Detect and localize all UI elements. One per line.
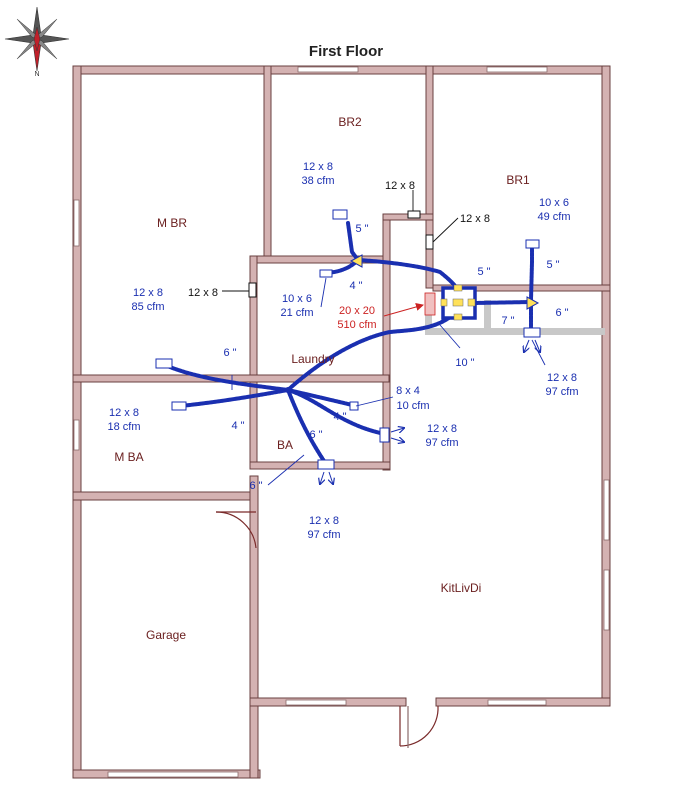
room-label-br2: BR2 <box>338 115 362 129</box>
return-grilles <box>248 210 434 298</box>
room-label-mbr: M BR <box>157 216 187 230</box>
register-cfm-br1: 49 cfm <box>537 211 570 223</box>
junction-icon <box>285 387 291 393</box>
doors <box>215 511 439 748</box>
room-label-ba: BA <box>277 438 293 452</box>
register-cfm-ba: 10 cfm <box>396 400 429 412</box>
supply-ducts <box>163 221 534 466</box>
register-cfm-kit-bottom: 97 cfm <box>307 529 340 541</box>
register-size-br1: 10 x 6 <box>539 197 569 209</box>
register-cfm-kit-right: 97 cfm <box>545 386 578 398</box>
return-trunk <box>425 300 605 335</box>
register-size-laundry: 10 x 6 <box>282 293 312 305</box>
register-size-kit-right: 12 x 8 <box>547 372 577 384</box>
return-size-br1: 12 x 8 <box>460 213 490 225</box>
room-label-garage: Garage <box>146 628 186 642</box>
room-label-laundry: Laundry <box>291 352 334 366</box>
supply-registers <box>155 209 541 470</box>
wye-fitting-icon <box>526 296 540 310</box>
windows <box>73 66 610 778</box>
compass-north-label: N <box>34 71 39 78</box>
duct-size-mba: 4 " <box>231 420 244 432</box>
room-label-kitlivdi: KitLivDi <box>441 581 482 595</box>
register-size-kit-bottom: 12 x 8 <box>309 515 339 527</box>
duct-size-kit-center: 6 " <box>309 429 322 441</box>
air-handler-icon <box>424 284 477 321</box>
register-size-mbr: 12 x 8 <box>133 287 163 299</box>
page-title: First Floor <box>309 43 383 60</box>
register-cfm-br2: 38 cfm <box>301 175 334 187</box>
duct-size-laundry: 4 " <box>349 280 362 292</box>
duct-size-kit-right: 6 " <box>555 307 568 319</box>
duct-size-trunk-10: 10 " <box>455 357 474 369</box>
duct-size-mbr: 6 " <box>223 347 236 359</box>
duct-size-ba: 4 " <box>333 411 346 423</box>
room-label-mba: M BA <box>114 450 143 464</box>
main-return-size: 20 x 20 <box>339 305 375 317</box>
register-cfm-kit-center: 97 cfm <box>425 437 458 449</box>
register-size-mba: 12 x 8 <box>109 407 139 419</box>
wye-fitting-icon <box>349 254 363 268</box>
return-airflow-arrow <box>383 303 424 317</box>
register-cfm-laundry: 21 cfm <box>280 307 313 319</box>
register-size-ba: 8 x 4 <box>396 385 420 397</box>
duct-size-br2: 5 " <box>355 223 368 235</box>
register-cfm-mba: 18 cfm <box>107 421 140 433</box>
return-size-mbr: 12 x 8 <box>188 287 218 299</box>
room-label-br1: BR1 <box>506 173 530 187</box>
duct-size-trunk-7: 7 " <box>501 315 514 327</box>
main-return-cfm: 510 cfm <box>337 319 376 331</box>
duct-size-kit-bottom: 6 " <box>249 480 262 492</box>
return-leaders <box>222 190 459 292</box>
duct-size-br1-up: 5 " <box>477 266 490 278</box>
return-size-hall: 12 x 8 <box>385 180 415 192</box>
register-size-kit-center: 12 x 8 <box>427 423 457 435</box>
airflow-arrows <box>320 339 540 484</box>
register-size-br2: 12 x 8 <box>303 161 333 173</box>
compass-rose-icon <box>4 6 70 72</box>
register-cfm-mbr: 85 cfm <box>131 301 164 313</box>
duct-size-br1-right: 5 " <box>546 259 559 271</box>
